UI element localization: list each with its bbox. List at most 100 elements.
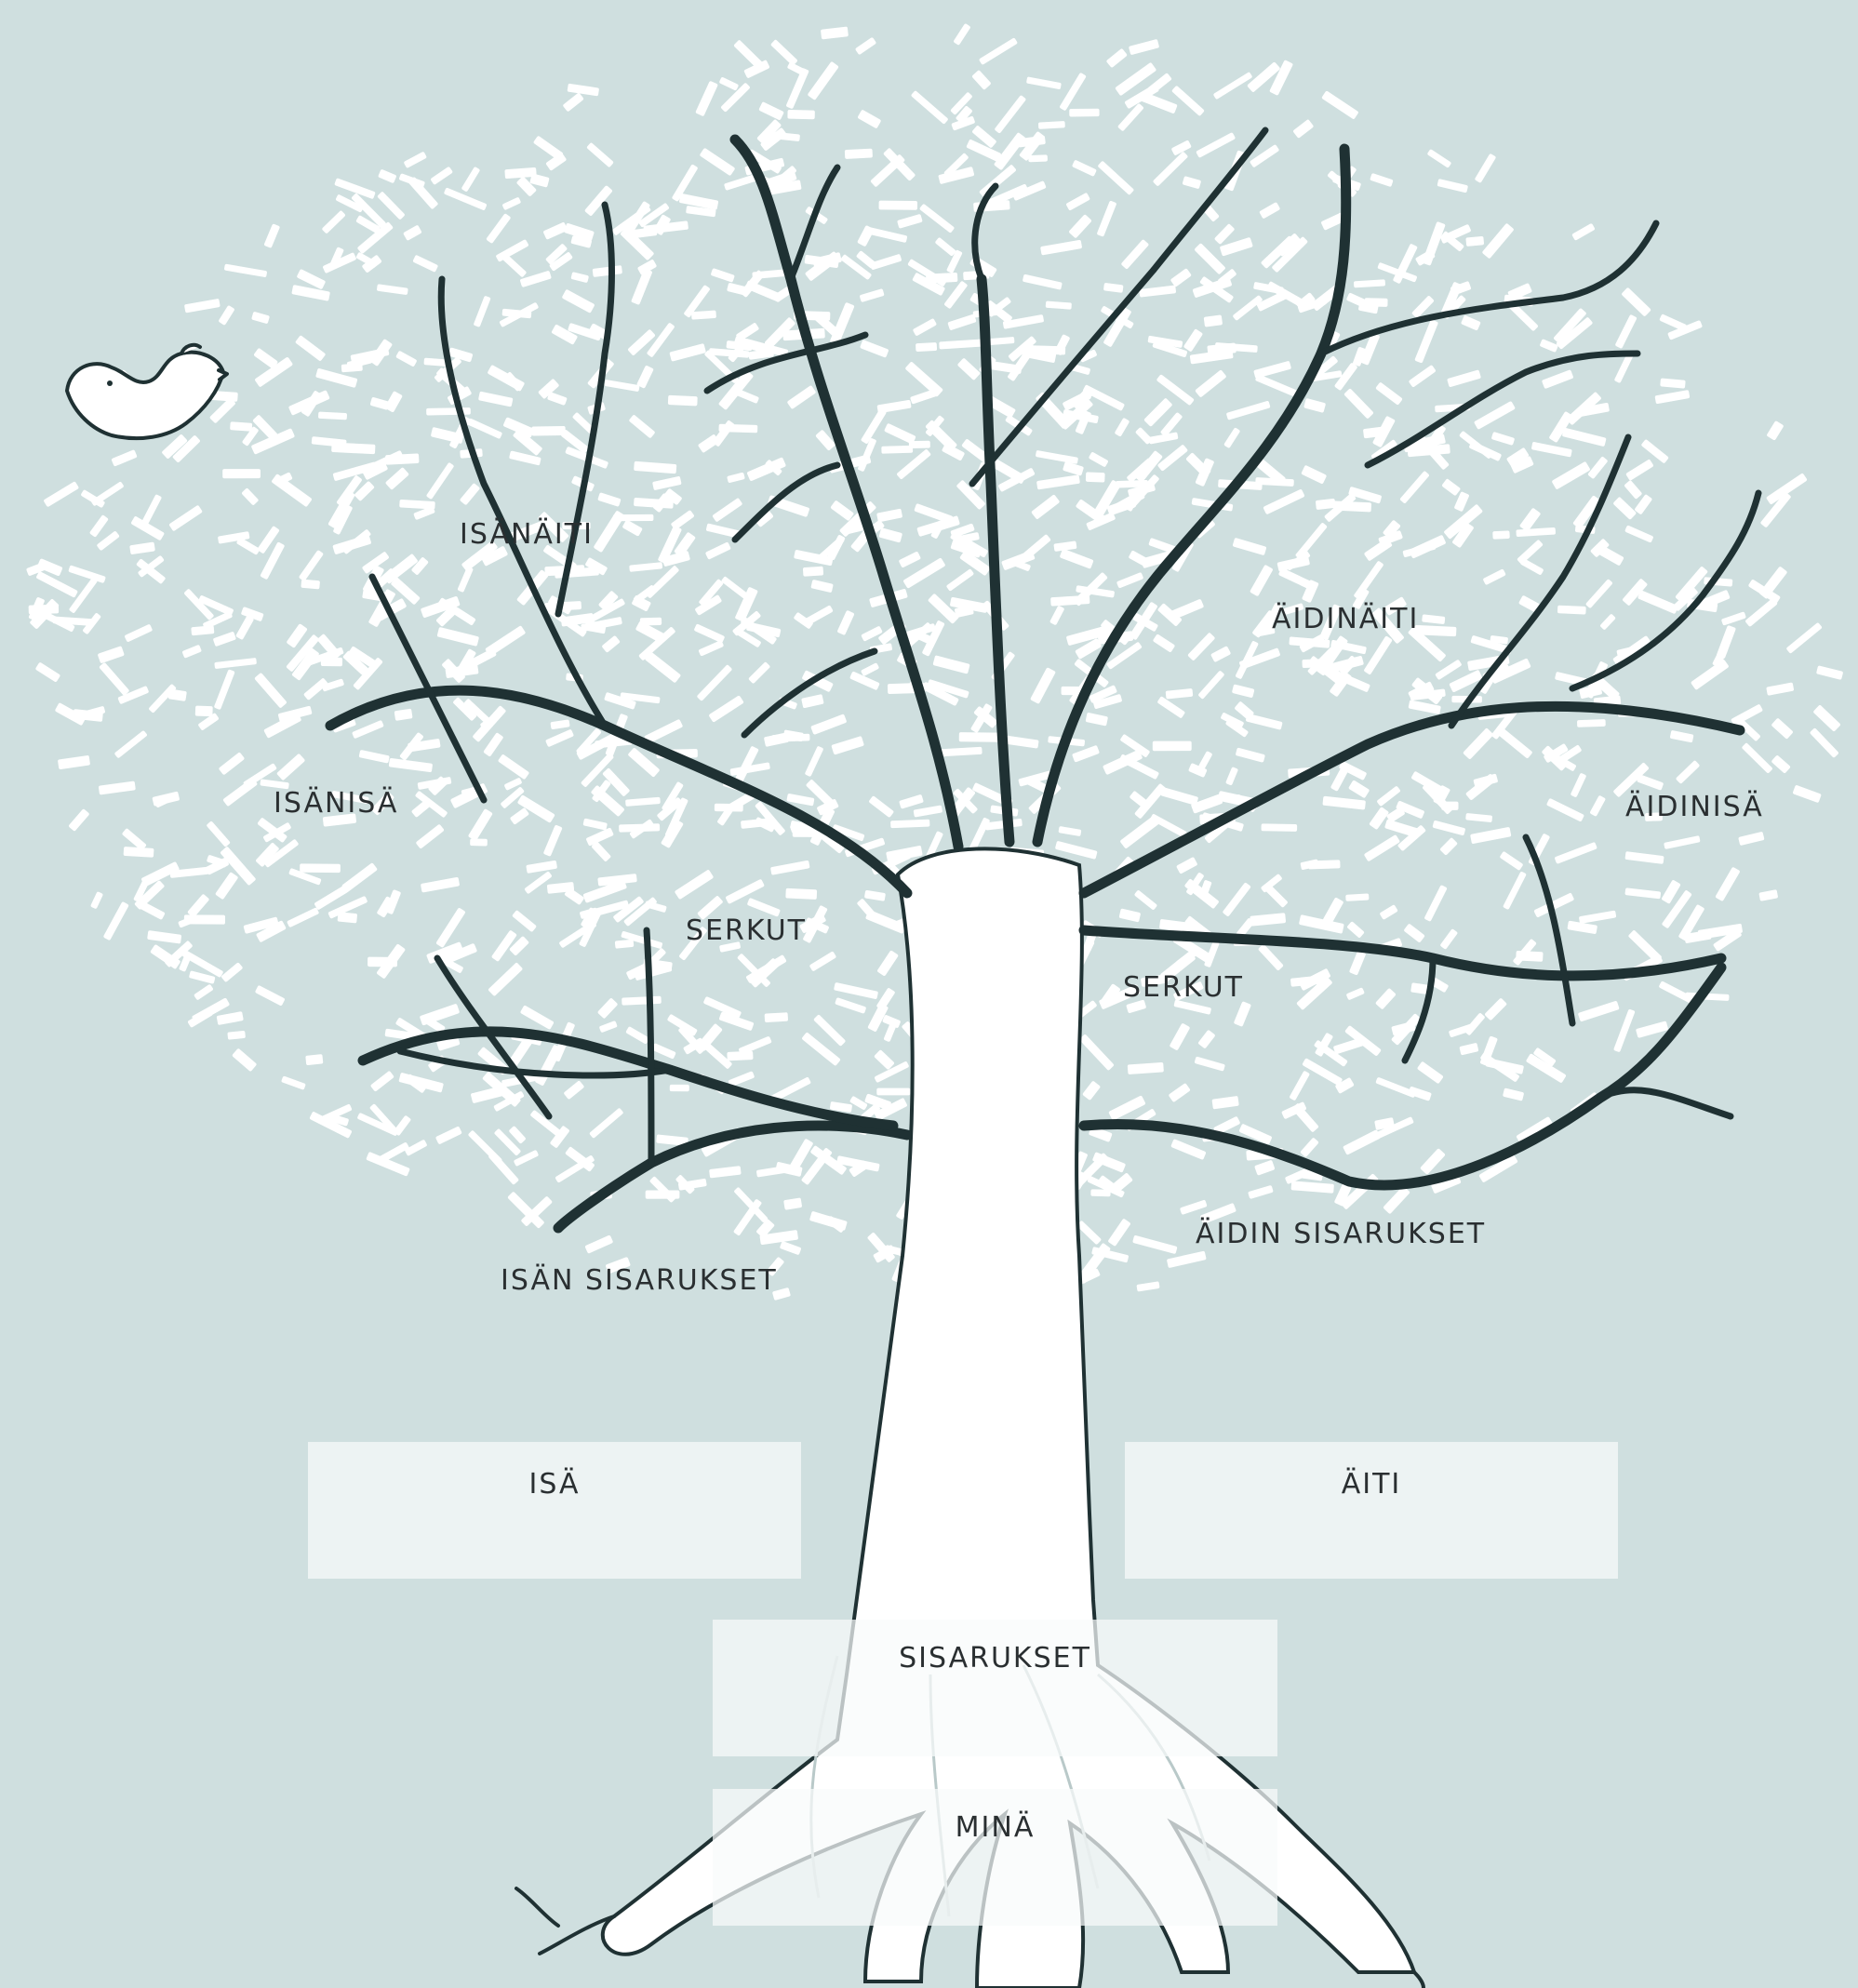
leaf-dash bbox=[1424, 885, 1447, 922]
leaf-dash bbox=[1628, 929, 1663, 963]
leaf-dash bbox=[911, 90, 949, 125]
leaf-dash bbox=[932, 655, 969, 674]
leaf-dash bbox=[254, 673, 287, 709]
leaf-dash bbox=[897, 214, 923, 229]
leaf-dash bbox=[461, 167, 481, 193]
leaf-dash bbox=[1038, 121, 1065, 129]
leaf-dash bbox=[1129, 550, 1149, 567]
leaf-dash bbox=[251, 312, 270, 325]
leaf-dash bbox=[765, 1012, 788, 1022]
box-isa[interactable]: ISÄ bbox=[308, 1442, 801, 1579]
leaf-dash bbox=[1441, 478, 1461, 496]
leaf-dash bbox=[1028, 154, 1048, 162]
leaf-dash bbox=[593, 265, 622, 277]
leaf-dash bbox=[1343, 388, 1374, 419]
leaf-dash bbox=[864, 890, 886, 901]
leaf-dash bbox=[421, 877, 460, 893]
box-mina[interactable]: MINÄ bbox=[713, 1789, 1277, 1926]
leaf-dash bbox=[959, 732, 1002, 742]
leaf-dash bbox=[1344, 1025, 1382, 1057]
leaf-dash bbox=[801, 694, 824, 708]
leaf-dash bbox=[395, 351, 417, 367]
leaf-dash bbox=[1758, 889, 1778, 901]
leaf-dash bbox=[1204, 314, 1223, 327]
leaf-dash bbox=[377, 191, 406, 220]
box-sisarukset-label: SISARUKSET bbox=[713, 1642, 1277, 1674]
leaf-dash bbox=[227, 1031, 246, 1040]
leaf-dash bbox=[1354, 279, 1385, 287]
leaf-dash bbox=[1250, 565, 1274, 597]
leaf-dash bbox=[215, 872, 238, 900]
leaf-dash bbox=[640, 618, 662, 626]
leaf-dash bbox=[834, 982, 878, 1000]
leaf-dash bbox=[1793, 785, 1822, 804]
box-aiti[interactable]: ÄITI bbox=[1125, 1442, 1618, 1579]
leaf-dash bbox=[168, 505, 203, 532]
leaf-dash bbox=[426, 462, 455, 500]
leaf-dash bbox=[1097, 161, 1134, 195]
leaf-dash bbox=[651, 1043, 676, 1060]
leaf-dash bbox=[669, 343, 706, 362]
leaf-dash bbox=[1503, 1087, 1524, 1101]
leaf-dash bbox=[460, 483, 480, 505]
leaf-dash bbox=[1624, 525, 1653, 542]
leaf-dash bbox=[899, 794, 924, 809]
leaf-dash bbox=[305, 1054, 323, 1065]
leaf-dash bbox=[206, 821, 230, 847]
leaf-dash bbox=[1086, 472, 1105, 482]
leaf-dash bbox=[1517, 540, 1544, 565]
leaf-dash bbox=[377, 284, 408, 295]
leaf-dash bbox=[1028, 345, 1065, 354]
leaf-dash bbox=[783, 1197, 802, 1209]
leaf-dash bbox=[599, 1021, 618, 1033]
leaf-dash bbox=[1641, 439, 1669, 464]
leaf-dash bbox=[1484, 997, 1507, 1021]
leaf-dash bbox=[435, 907, 466, 948]
leaf-dash bbox=[1542, 369, 1574, 389]
leaf-dash bbox=[876, 400, 911, 414]
leaf-dash bbox=[1459, 431, 1493, 460]
leaf-dash bbox=[124, 847, 154, 858]
leaf-dash bbox=[785, 68, 809, 110]
leaf-dash bbox=[727, 1051, 753, 1061]
leaf-dash bbox=[861, 408, 887, 445]
leaf-dash bbox=[1346, 987, 1365, 1000]
leaf-dash bbox=[629, 414, 656, 438]
leaf-dash bbox=[214, 669, 235, 710]
leaf-dash bbox=[1322, 796, 1366, 810]
bird-icon bbox=[67, 345, 227, 438]
leaf-dash bbox=[1661, 879, 1680, 904]
leaf-dash bbox=[217, 1011, 244, 1025]
leaf-dash bbox=[1195, 1057, 1225, 1072]
leaf-dash bbox=[498, 754, 529, 780]
label-aidinaiti: ÄIDINÄITI bbox=[1272, 603, 1419, 635]
leaf-dash bbox=[914, 805, 943, 817]
leaf-dash bbox=[35, 661, 61, 682]
leaf-dash bbox=[1409, 535, 1446, 559]
box-sisarukset[interactable]: SISARUKSET bbox=[713, 1620, 1277, 1756]
leaf-dash bbox=[994, 132, 1026, 170]
leaf-dash bbox=[645, 651, 682, 683]
leaf-dash bbox=[332, 534, 371, 554]
leaf-dash bbox=[1399, 471, 1430, 504]
leaf-dash bbox=[1226, 401, 1271, 420]
leaf-dash bbox=[910, 389, 939, 405]
leaf-dash bbox=[1197, 1030, 1215, 1049]
leaf-dash bbox=[947, 314, 976, 330]
leaf-dash bbox=[780, 1241, 802, 1256]
leaf-dash bbox=[1119, 908, 1142, 922]
leaf-dash bbox=[694, 623, 726, 643]
leaf-dash bbox=[874, 1049, 895, 1070]
leaf-dash bbox=[568, 84, 600, 97]
leaf-dash bbox=[721, 576, 752, 602]
leaf-dash bbox=[474, 296, 491, 327]
leaf-dash bbox=[531, 426, 565, 435]
leaf-dash bbox=[213, 632, 236, 647]
leaf-dash bbox=[1463, 727, 1494, 760]
leaf-dash bbox=[670, 1085, 689, 1091]
leaf-dash bbox=[230, 421, 252, 432]
leaf-dash bbox=[435, 1126, 462, 1144]
leaf-dash bbox=[1060, 549, 1094, 569]
leaf-dash bbox=[1422, 614, 1445, 624]
leaf-dash bbox=[1040, 240, 1082, 256]
